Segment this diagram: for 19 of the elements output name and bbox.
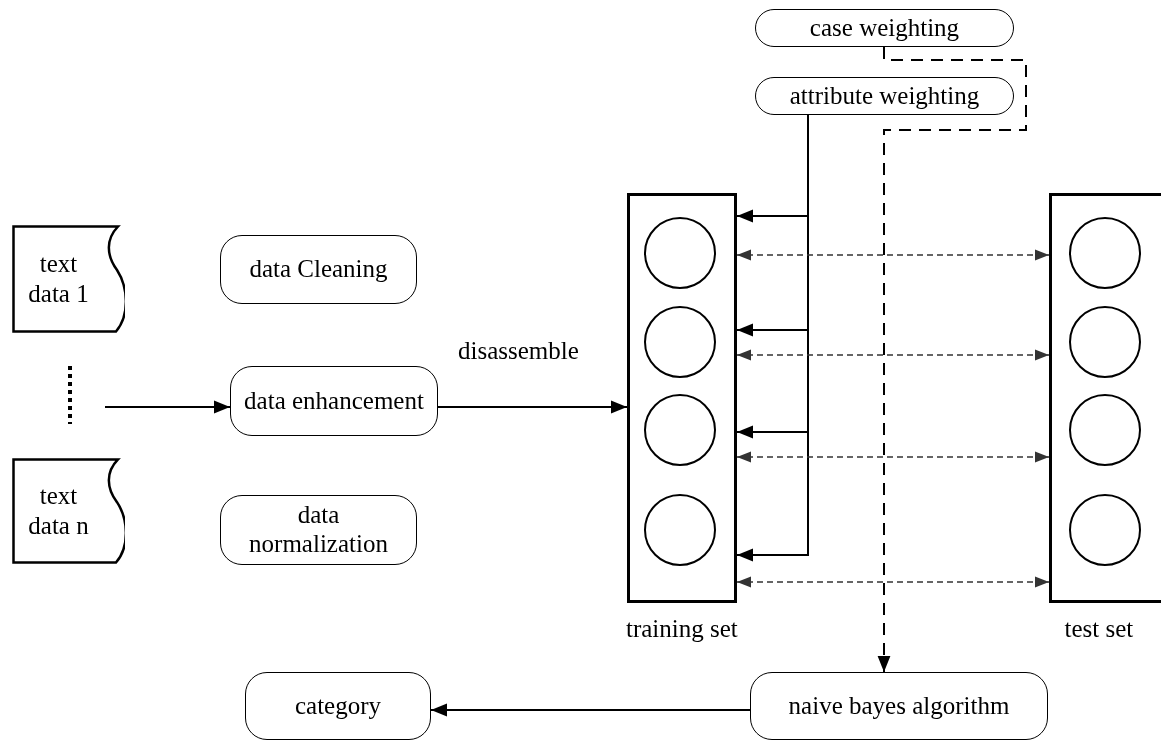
arrow [736, 576, 1050, 588]
arrow [437, 400, 628, 414]
process-box: data normalization [220, 495, 417, 565]
arrow [736, 349, 1050, 361]
arrow [877, 46, 1027, 673]
arrow [430, 703, 751, 717]
document-shape: text data 1 [12, 225, 125, 333]
process-box: data enhancement [230, 366, 438, 436]
process-box: attribute weighting [755, 77, 1014, 115]
process-box: data Cleaning [220, 235, 417, 304]
process-box: naive bayes algorithm [750, 672, 1048, 740]
arrow [736, 249, 1050, 261]
set-label: test set [1064, 615, 1134, 643]
process-box: case weighting [755, 9, 1014, 47]
arrow [736, 451, 1050, 463]
document-shape: text data n [12, 458, 125, 564]
arrow [104, 400, 231, 414]
set-label: training set [626, 615, 738, 643]
process-box: category [245, 672, 431, 740]
